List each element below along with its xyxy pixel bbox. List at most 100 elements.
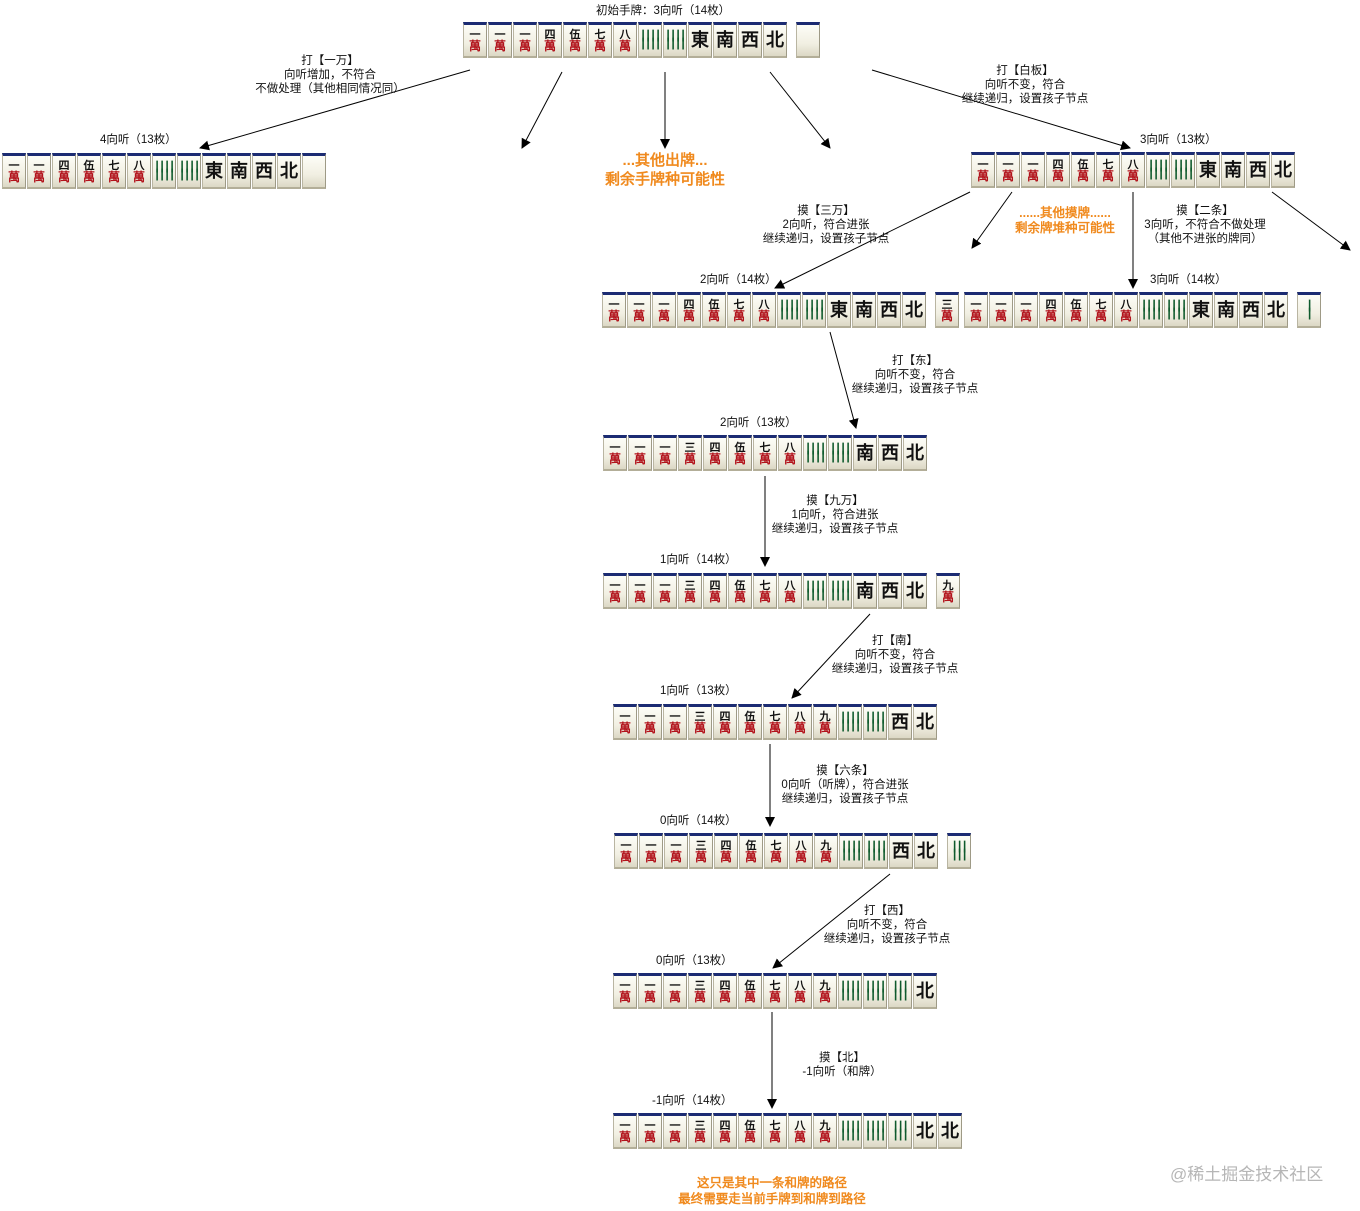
tile-north-wind: 北 [913, 973, 937, 1009]
tile-3-man: 三萬 [689, 833, 713, 869]
tile-8-sou: ┃┃┃┃┃┃┃┃ [838, 1113, 862, 1149]
tile-number: 八 [759, 299, 770, 310]
tile-4-man: 四萬 [1046, 152, 1070, 188]
tile-5-man: 伍萬 [77, 153, 101, 189]
tile-4-man: 四萬 [713, 704, 737, 740]
tile-man-suit: 萬 [684, 453, 696, 466]
tile-man-suit: 萬 [734, 453, 746, 466]
tile-honor-glyph: 西 [741, 31, 759, 51]
tile-1-man: 一萬 [627, 292, 651, 328]
tile-8-man: 八萬 [613, 22, 637, 58]
tile-number: 一 [670, 711, 681, 722]
tile-number: 九 [943, 580, 954, 591]
tile-number: 八 [795, 980, 806, 991]
tile-number: 伍 [745, 711, 756, 722]
bamboo-sticks-icon: ┃┃┃┃ [179, 172, 199, 180]
label-discard-1m: 打【一万】 向听增加，不符合 不做处理（其他相同情况同） [255, 54, 405, 96]
tile-number: 三 [942, 299, 953, 310]
tile-number: 四 [1046, 299, 1057, 310]
tile-number: 一 [646, 840, 657, 851]
tile-man-suit: 萬 [694, 722, 706, 735]
tile-number: 八 [785, 580, 796, 591]
tile-2-sou: ┃┃ [1297, 292, 1321, 328]
tile-1-man: 一萬 [614, 833, 638, 869]
tile-man-suit: 萬 [794, 991, 806, 1004]
tile-9-man: 九萬 [936, 573, 960, 609]
tile-man-suit: 萬 [744, 722, 756, 735]
bamboo-sticks-icon: ┃ [1306, 311, 1311, 319]
tile-west-wind: 西 [889, 833, 913, 869]
tile-man-suit: 萬 [619, 1131, 631, 1144]
tile-8-sou: ┃┃┃┃┃┃┃┃ [777, 292, 801, 328]
bamboo-sticks-icon: ┃┃┃┃ [640, 41, 660, 49]
tile-man-suit: 萬 [784, 453, 796, 466]
tile-honor-glyph: 南 [716, 31, 734, 51]
tile-8-man: 八萬 [752, 292, 776, 328]
arrow-other-discard-a [522, 72, 562, 148]
tile-1-man: 一萬 [463, 22, 487, 58]
bamboo-sticks-icon: ┃┃┃┃ [840, 1132, 860, 1140]
tile-1-man: 一萬 [663, 973, 687, 1009]
tile-man-suit: 萬 [619, 991, 631, 1004]
tile-honor-glyph: 西 [891, 713, 909, 733]
tile-number: 一 [670, 1120, 681, 1131]
tile-man-suit: 萬 [694, 1131, 706, 1144]
tile-number: 七 [770, 711, 781, 722]
bamboo-sticks-icon: ┃┃┃┃ [1148, 171, 1168, 179]
tile-number: 伍 [745, 1120, 756, 1131]
tile-honor-glyph: 北 [1267, 301, 1285, 321]
tile-4-man: 四萬 [677, 292, 701, 328]
tile-5-man: 伍萬 [728, 435, 752, 471]
tile-9-man: 九萬 [813, 704, 837, 740]
tile-number: 七 [1096, 299, 1107, 310]
tile-man-suit: 萬 [670, 851, 682, 864]
tile-honor-glyph: 南 [1217, 301, 1235, 321]
tile-number: 七 [770, 980, 781, 991]
tile-8-man: 八萬 [788, 704, 812, 740]
tile-1-man: 一萬 [663, 1113, 687, 1149]
hand-title: 1向听（14枚） [660, 553, 737, 567]
tile-man-suit: 萬 [633, 310, 645, 323]
tile-8-sou: ┃┃┃┃┃┃┃┃ [638, 22, 662, 58]
tile-man-suit: 萬 [608, 310, 620, 323]
tile-man-suit: 萬 [609, 591, 621, 604]
tile-west-wind: 西 [1246, 152, 1270, 188]
tile-honor-glyph: 東 [830, 301, 848, 321]
tile-white-dragon [796, 22, 820, 58]
tile-number: 四 [59, 160, 70, 171]
hand-after-discard-east: 一萬一萬一萬三萬四萬伍萬七萬八萬┃┃┃┃┃┃┃┃┃┃┃┃┃┃┃┃南西北 [603, 435, 928, 471]
tile-number: 一 [495, 29, 506, 40]
tile-east-wind: 東 [202, 153, 226, 189]
tile-8-man: 八萬 [788, 973, 812, 1009]
tile-honor-glyph: 北 [906, 582, 924, 602]
label-discard-west: 打【西】 向听不变，符合 继续递归，设置孩子节点 [824, 904, 951, 946]
tile-south-wind: 南 [853, 435, 877, 471]
tile-man-suit: 萬 [720, 851, 732, 864]
bamboo-sticks-icon: ┃┃┃┃ [830, 454, 850, 462]
tile-number: 三 [696, 840, 707, 851]
tile-honor-glyph: 西 [881, 582, 899, 602]
tile-man-suit: 萬 [645, 851, 657, 864]
tile-man-suit: 萬 [709, 591, 721, 604]
bamboo-sticks-icon: ┃┃┃┃ [840, 723, 860, 731]
tile-8-sou: ┃┃┃┃┃┃┃┃ [803, 573, 827, 609]
tile-north-wind: 北 [913, 704, 937, 740]
tile-number: 三 [695, 711, 706, 722]
tile-man-suit: 萬 [33, 171, 45, 184]
tile-man-suit: 萬 [769, 991, 781, 1004]
tile-1-man: 一萬 [653, 435, 677, 471]
note-other-draws: ......其他摸牌...... 剩余牌堆种可能性 [1015, 206, 1115, 236]
tile-man-suit: 萬 [769, 1131, 781, 1144]
tile-honor-glyph: 南 [856, 582, 874, 602]
tile-3-man: 三萬 [935, 292, 959, 328]
tile-number: 一 [996, 299, 1007, 310]
tile-8-man: 八萬 [789, 833, 813, 869]
tile-number: 四 [720, 1120, 731, 1131]
tile-1-man: 一萬 [989, 292, 1013, 328]
tile-number: 三 [685, 442, 696, 453]
tile-1-man: 一萬 [664, 833, 688, 869]
tile-man-suit: 萬 [744, 991, 756, 1004]
tile-man-suit: 萬 [659, 591, 671, 604]
tile-man-suit: 萬 [1095, 310, 1107, 323]
tile-man-suit: 萬 [719, 722, 731, 735]
